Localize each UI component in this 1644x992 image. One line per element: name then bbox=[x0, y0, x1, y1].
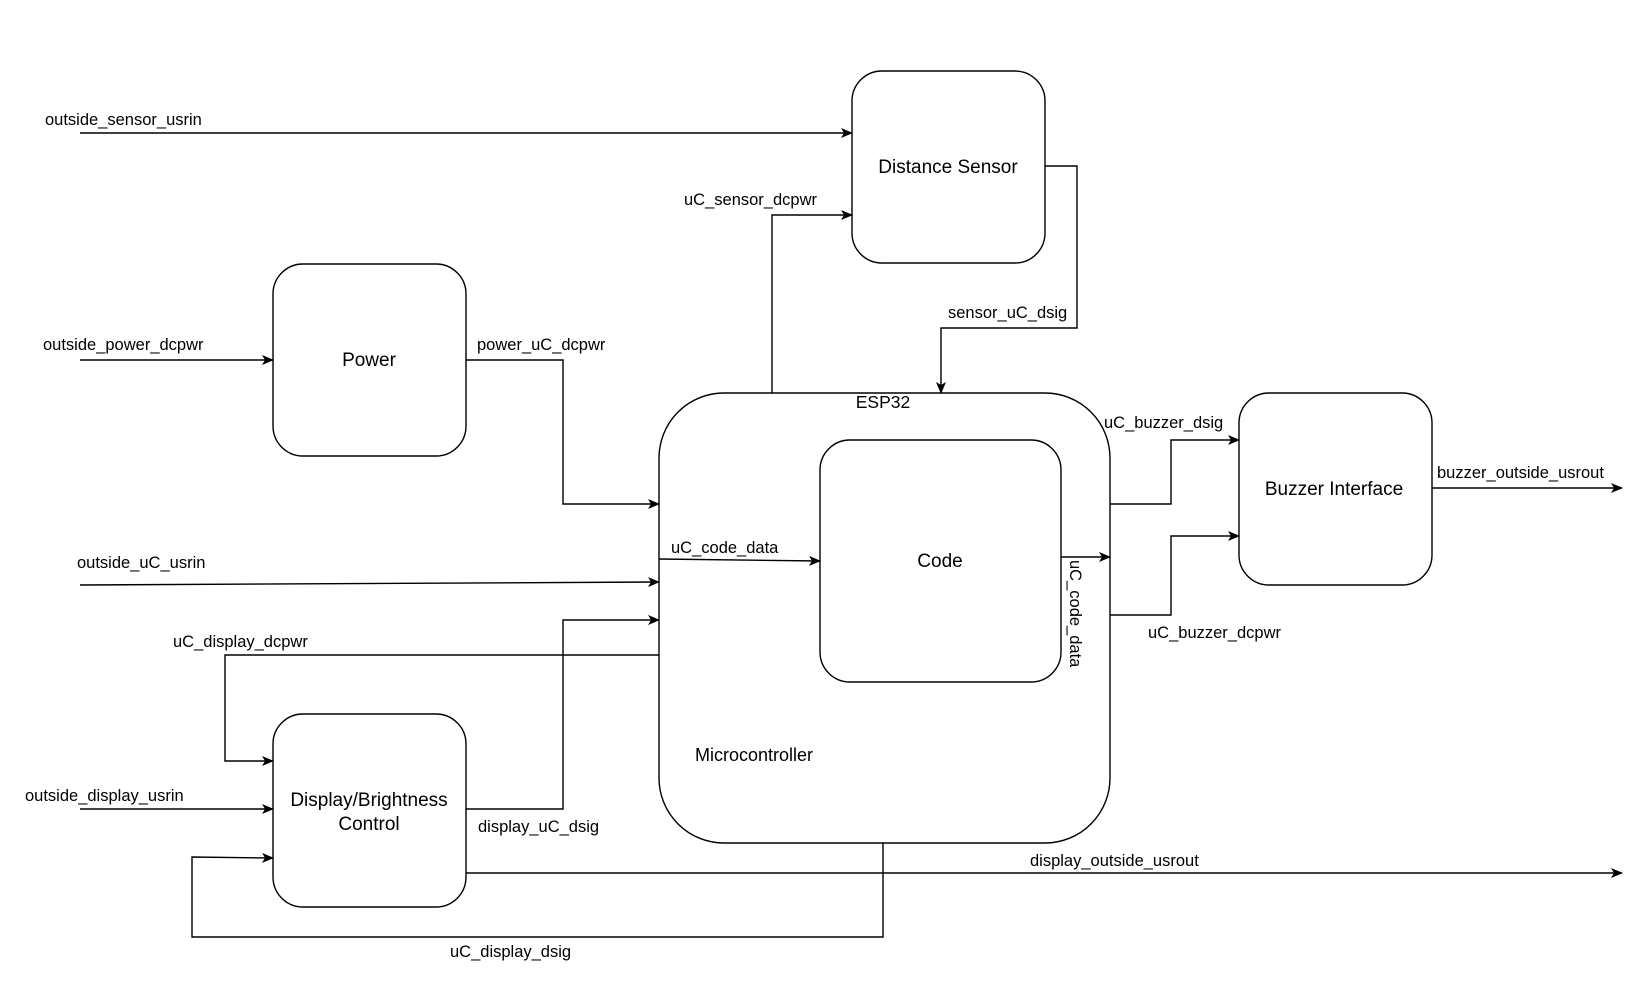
uC-buzzer-dcpwr-label: uC_buzzer_dcpwr bbox=[1148, 624, 1281, 642]
uC-buzzer-dsig-arrow bbox=[1110, 435, 1240, 505]
distance-sensor-block bbox=[851, 70, 1046, 264]
uC-code-data-in-arrow bbox=[658, 555, 821, 566]
uC-display-dsig-arrow bbox=[191, 843, 884, 938]
uC-code-data-in-label: uC_code_data bbox=[671, 539, 779, 557]
uC-buzzer-dsig-label: uC_buzzer_dsig bbox=[1104, 414, 1223, 432]
uC-sensor-dcpwr-arrow bbox=[771, 210, 853, 393]
outside-display-usrin-label: outside_display_usrin bbox=[25, 787, 184, 805]
buzzer-interface-label: Buzzer Interface bbox=[1265, 479, 1403, 500]
power-label: Power bbox=[342, 350, 397, 371]
uC-sensor-dcpwr-label: uC_sensor_dcpwr bbox=[684, 191, 817, 209]
sensor-uC-dsig-label: sensor_uC_dsig bbox=[948, 304, 1067, 322]
uC-buzzer-dcpwr-arrow bbox=[1110, 531, 1240, 616]
display-brightness-label-line1: Display/Brightness bbox=[290, 790, 447, 811]
uC-display-dcpwr-label: uC_display_dcpwr bbox=[173, 633, 308, 651]
power-uC-dcpwr-label: power_uC_dcpwr bbox=[477, 336, 606, 354]
uC-display-dsig-label: uC_display_dsig bbox=[450, 943, 571, 961]
code-label: Code bbox=[917, 551, 962, 572]
outside-uC-usrin-label: outside_uC_usrin bbox=[77, 554, 205, 572]
buzzer-outside-usrout-label: buzzer_outside_usrout bbox=[1437, 464, 1604, 482]
display-uC-dsig-arrow bbox=[466, 615, 660, 810]
buzzer-interface-block bbox=[1238, 392, 1433, 586]
uC-code-data-out-label: uC_code_data bbox=[1066, 560, 1084, 668]
outside-sensor-usrin-label: outside_sensor_usrin bbox=[45, 111, 202, 129]
display-outside-usrout-label: display_outside_usrout bbox=[1030, 852, 1199, 870]
distance-sensor-label: Distance Sensor bbox=[878, 157, 1018, 178]
microcontroller-label: Microcontroller bbox=[695, 745, 813, 765]
power-uC-dcpwr-arrow bbox=[466, 359, 660, 509]
outside-uC-usrin-arrow bbox=[79, 577, 660, 588]
outside-power-dcpwr-label: outside_power_dcpwr bbox=[43, 336, 204, 354]
display-uC-dsig-label: display_uC_dsig bbox=[478, 818, 599, 836]
sensor-uC-dsig-arrow bbox=[936, 165, 1078, 394]
display-brightness-label-line2: Control bbox=[338, 814, 399, 835]
uC-display-dcpwr-arrow bbox=[224, 654, 659, 766]
esp32-label: ESP32 bbox=[856, 392, 910, 412]
